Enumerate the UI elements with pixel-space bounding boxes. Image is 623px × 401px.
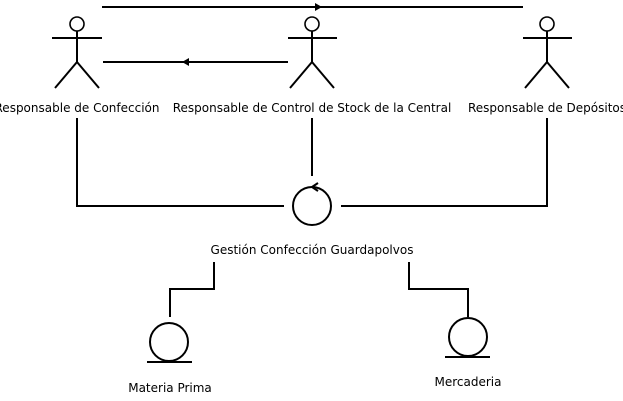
association-control-mercaderia[interactable] <box>408 262 469 317</box>
association-control-materia-prima[interactable] <box>169 262 215 317</box>
control-label: Gestión Confección Guardapolvos <box>210 243 414 257</box>
entity-materia-prima-label: Materia Prima <box>128 381 212 395</box>
actor-confeccion-icon[interactable] <box>52 16 102 89</box>
entity-materia-prima-icon[interactable] <box>147 322 192 363</box>
actor-depositos-icon[interactable] <box>523 16 572 89</box>
actor-depositos-label: Responsable de Depósitos <box>467 101 623 115</box>
arrowhead-depositos-to-stock <box>315 3 322 11</box>
actor-stock-central-icon[interactable] <box>288 16 337 89</box>
actor-stock-central-label: Responsable de Control de Stock de la Ce… <box>172 101 452 115</box>
entity-mercaderia-label: Mercaderia <box>434 375 502 389</box>
association-depositos-control[interactable] <box>341 118 548 207</box>
control-icon[interactable] <box>292 182 332 226</box>
entity-mercaderia-icon[interactable] <box>445 317 490 358</box>
actor-confeccion-label: Responsable de Confección <box>0 101 160 115</box>
association-confeccion-control[interactable] <box>76 118 284 207</box>
arrowhead-stock-to-confeccion <box>182 58 189 66</box>
